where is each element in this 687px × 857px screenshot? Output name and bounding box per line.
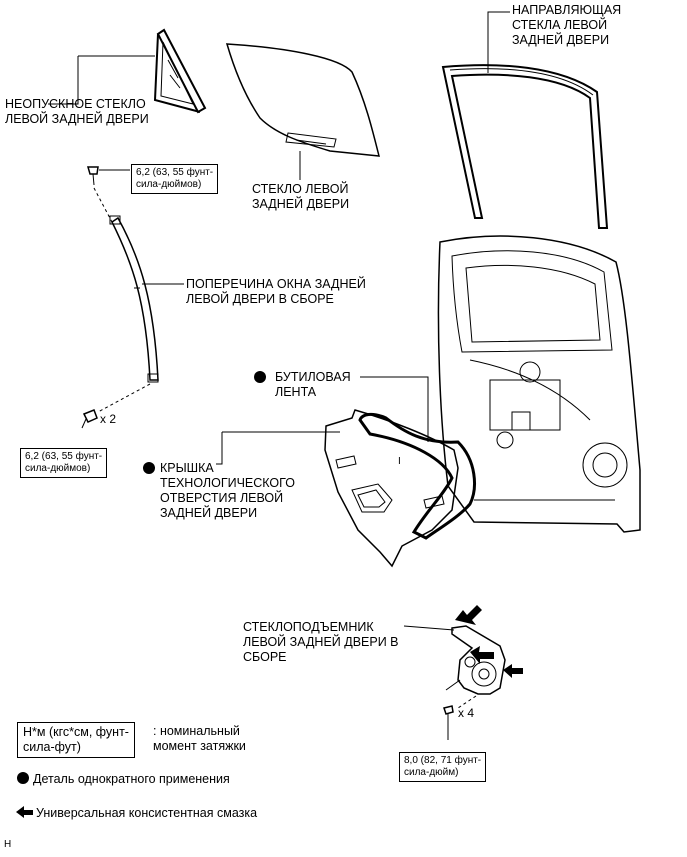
leader-run-channel: [487, 11, 510, 73]
non-reusable-dot-icon: [17, 772, 29, 784]
door-glass-drawing: [225, 43, 380, 157]
grease-arrow-3: [503, 664, 523, 678]
qty-bottom-bolt: x 2: [100, 412, 117, 426]
leader-cover: [216, 432, 223, 465]
leader-regulator: [403, 625, 455, 631]
legend-torque-unit-box: Н*м (кгс*см, фунт-сила-фут): [17, 722, 135, 758]
non-reusable-dot-cover: [143, 462, 155, 474]
non-reusable-dot-butyl: [254, 371, 266, 383]
torque-box-regulator-bolt: 8,0 (82, 71 фунт-сила-дюйм): [399, 752, 487, 782]
cover-mark: I: [398, 456, 401, 467]
regulator-drawing: [445, 625, 506, 695]
qty-regulator-bolt: x 4: [458, 706, 475, 720]
run-channel-drawing: [441, 64, 609, 229]
torque-box-bottom-bolt: 6,2 (63, 55 фунт-сила-дюймов): [20, 448, 108, 478]
leader-butyl-tape: [360, 376, 429, 442]
dash-regulator-bolt: [457, 695, 477, 709]
legend-grease-arrow: [16, 806, 33, 818]
bottom-bolt-drawing: [81, 409, 98, 429]
division-bar-drawing: [109, 215, 159, 383]
top-bolt-drawing: [87, 166, 99, 186]
legend-grease: Универсальная консистентная смазка: [36, 806, 258, 820]
corner-mark: Н: [4, 839, 12, 850]
leader-fixed-glass: [48, 56, 79, 105]
service-hole-cover-drawing: [324, 409, 459, 568]
grease-arrow-1: [455, 605, 482, 625]
dash-top-bolt: [93, 187, 113, 223]
legend-non-reusable: Деталь однократного применения: [17, 772, 230, 787]
torque-box-top-bolt: 6,2 (63, 55 фунт-сила-дюймов): [131, 164, 219, 194]
door-panel-drawing: [437, 235, 641, 533]
fixed-glass-drawing: [153, 28, 207, 114]
grease-arrow-2: [470, 646, 494, 664]
dash-bottom-bolt: [97, 383, 151, 413]
butyl-tape-drawing: [358, 412, 476, 540]
regulator-bolt-drawing: [443, 705, 454, 740]
